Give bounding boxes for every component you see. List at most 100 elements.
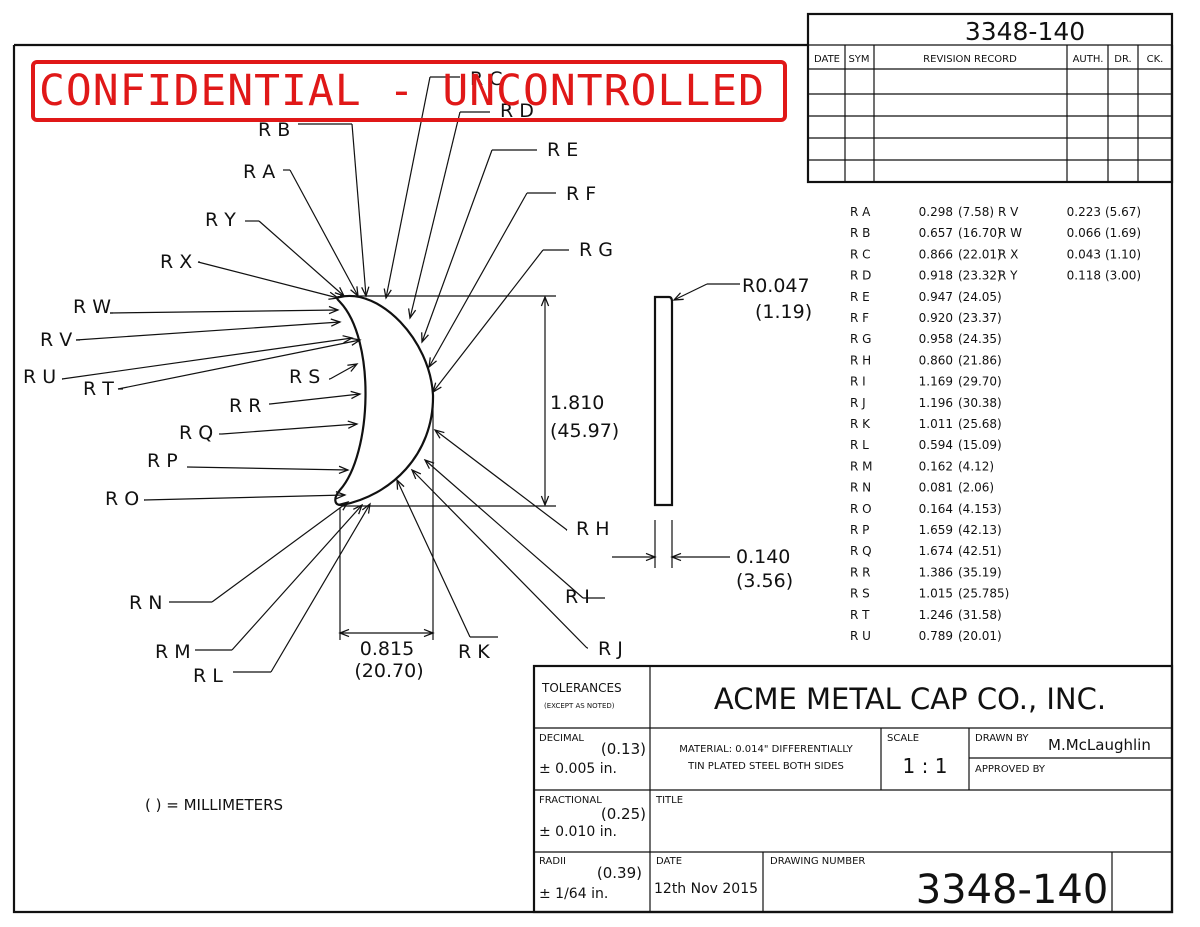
- radius-callout-p: R P: [147, 450, 348, 472]
- radius-row-mm: (21.86): [958, 353, 1002, 367]
- radius-row-inch: 0.918: [919, 269, 953, 283]
- radius-row-mm: (30.38): [958, 396, 1002, 410]
- width-dimension: 0.815 (20.70): [340, 633, 433, 682]
- radius-callout-x: R X: [160, 251, 338, 298]
- radius-callout-o: R O: [105, 488, 345, 510]
- scale-value: 1 : 1: [903, 754, 948, 778]
- radius-row-label: R S: [850, 587, 870, 601]
- radius-callout-c: R C: [386, 68, 503, 298]
- radius-row-mm: (25.785): [958, 587, 1009, 601]
- drawn-by-value: M.McLaughlin: [1048, 736, 1151, 754]
- radius-row-inch: 0.947: [919, 290, 953, 304]
- radius-callout-label: R N: [129, 592, 162, 614]
- radius-row-label: R W: [998, 226, 1022, 240]
- radius-row-label: R O: [850, 502, 872, 516]
- rev-header-sym: SYM: [848, 54, 869, 65]
- radius-callout-label: R E: [547, 139, 578, 161]
- radius-row-inch: 0.866: [919, 247, 953, 261]
- radius-callout-label: R C: [470, 68, 503, 90]
- radius-callout-label: R Q: [179, 422, 213, 444]
- radius-row-inch: 1.196: [919, 396, 953, 410]
- fractional-label: FRACTIONAL: [539, 795, 602, 806]
- radius-callout-label: R I: [565, 586, 590, 608]
- radius-callout-label: R G: [579, 239, 613, 261]
- crescent-part-outline: [334, 294, 435, 507]
- radius-row-inch: 1.011: [919, 417, 953, 431]
- radius-callout-label: R W: [73, 296, 111, 318]
- radius-callout-k: R K: [397, 480, 498, 663]
- radius-callout-label: R B: [258, 119, 290, 141]
- radius-row-mm: (23.32): [958, 269, 1002, 283]
- width-mm: (20.70): [354, 660, 423, 682]
- radius-callout-label: R X: [160, 251, 192, 273]
- title-block: TOLERANCES (EXCEPT AS NOTED) ACME METAL …: [532, 664, 1174, 914]
- radius-row-mm: (22.01): [958, 247, 1002, 261]
- radius-callout-label: R A: [243, 161, 275, 183]
- radius-callout-l: R L: [193, 504, 370, 687]
- radius-callout-label: R H: [576, 518, 610, 540]
- radius-callout-g: R G: [433, 239, 613, 392]
- extension-lines: [339, 295, 556, 640]
- radius-row-mm: (35.19): [958, 565, 1002, 579]
- radius-row-label: R J: [850, 396, 866, 410]
- radius-row-label: R C: [850, 247, 871, 261]
- side-view: R0.047 (1.19) 0.140 (3.56): [612, 275, 812, 592]
- radius-row-mm: (1.69): [1105, 226, 1141, 240]
- company-name: ACME METAL CAP CO., INC.: [714, 682, 1106, 716]
- drawing-number-label: DRAWING NUMBER: [770, 856, 865, 867]
- radius-row-mm: (24.05): [958, 290, 1002, 304]
- radius-callout-label: R L: [193, 665, 223, 687]
- scale-label: SCALE: [887, 733, 919, 744]
- radius-row-label: R N: [850, 481, 871, 495]
- radius-row-mm: (2.06): [958, 481, 994, 495]
- radius-row-label: R K: [850, 417, 871, 431]
- radius-row-inch: 1.246: [919, 608, 953, 622]
- radius-callout-t: R T: [83, 340, 360, 400]
- radius-row: R J 1.196 (30.38): [850, 396, 1002, 410]
- radius-row-label: R R: [850, 565, 871, 579]
- radius-callout-y: R Y: [205, 209, 344, 296]
- edge-radius-mm: (1.19): [755, 301, 812, 323]
- height-mm: (45.97): [550, 420, 619, 442]
- radius-callout-label: R U: [23, 366, 56, 388]
- radius-row-label: R B: [850, 226, 870, 240]
- date-value: 12th Nov 2015: [654, 881, 758, 897]
- radius-row-inch: 0.920: [919, 311, 953, 325]
- radius-row-inch: 0.594: [919, 438, 953, 452]
- radius-callout-r: R R: [229, 394, 360, 417]
- radius-callout-v: R V: [40, 322, 340, 351]
- radius-row-label: R M: [850, 459, 873, 473]
- height-dimension: 1.810 (45.97): [545, 297, 619, 505]
- radius-row-mm: (42.51): [958, 544, 1002, 558]
- radius-row-label: R G: [850, 332, 871, 346]
- radius-row-mm: (15.09): [958, 438, 1002, 452]
- millimeters-note: ( ) = MILLIMETERS: [145, 796, 283, 814]
- date-label: DATE: [656, 856, 682, 867]
- except-as-noted: (EXCEPT AS NOTED): [544, 702, 615, 710]
- decimal-tolerance: ± 0.005 in.: [539, 761, 617, 777]
- tolerances-label: TOLERANCES: [541, 681, 622, 695]
- radius-row-label: R U: [850, 629, 871, 643]
- radius-callout-label: R T: [83, 378, 114, 400]
- height-inch: 1.810: [550, 392, 604, 414]
- radii-tolerance: ± 1/64 in.: [539, 886, 608, 902]
- radius-row-label: R D: [850, 269, 871, 283]
- radius-row-mm: (4.12): [958, 459, 994, 473]
- radius-callout-label: R O: [105, 488, 139, 510]
